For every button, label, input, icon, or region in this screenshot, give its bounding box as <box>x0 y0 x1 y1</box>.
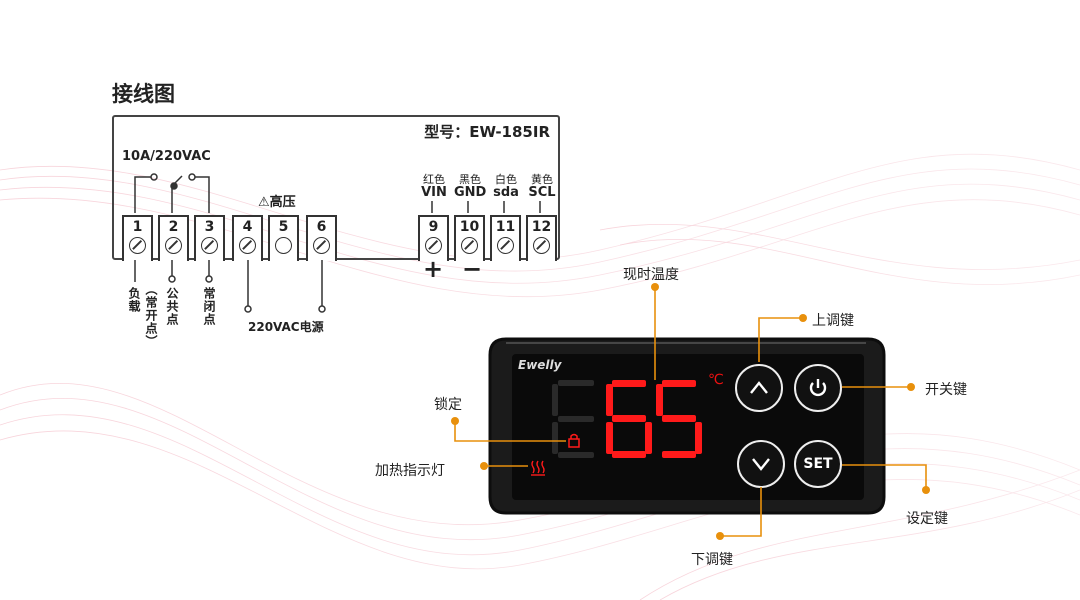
terminal-4: 4 <box>232 215 263 261</box>
page-title: 接线图 <box>112 82 175 106</box>
label-normally-closed: 常闭点 <box>202 287 216 326</box>
screw-icon <box>461 237 478 254</box>
terminal-12: 12 <box>526 215 557 261</box>
heating-icon <box>531 460 545 476</box>
chevron-up-icon <box>750 381 768 394</box>
unit-celsius: ℃ <box>708 372 724 388</box>
terminal-11: 11 <box>490 215 521 261</box>
lock-icon <box>568 433 580 448</box>
screw-icon <box>313 237 330 254</box>
model-label: 型号：EW-185IR <box>424 123 550 141</box>
terminal-3: 3 <box>194 215 225 261</box>
label-load: 负载 <box>127 287 141 313</box>
terminal-1: 1 <box>122 215 153 261</box>
power-button[interactable] <box>794 364 842 412</box>
screw-icon <box>533 237 550 254</box>
chevron-down-icon <box>752 458 770 471</box>
screw-icon <box>275 237 292 254</box>
callout-lock: 锁定 <box>434 397 462 413</box>
seven-segment-display <box>552 380 702 458</box>
callout-down-key: 下调键 <box>691 552 733 568</box>
callout-current-temp: 现时温度 <box>623 267 679 283</box>
set-button[interactable]: SET <box>794 440 842 488</box>
screw-icon <box>201 237 218 254</box>
relay-rating: 10A/220VAC <box>122 149 211 164</box>
callout-heat-indicator: 加热指示灯 <box>375 463 445 479</box>
wiring-panel: 型号：EW-185IR 10A/220VAC ⚠高压 1 2 3 4 5 6 红… <box>112 115 560 261</box>
up-button[interactable] <box>735 364 783 412</box>
callout-power-key: 开关键 <box>925 382 967 398</box>
screw-icon <box>239 237 256 254</box>
brand-logo: Ewelly <box>518 358 562 372</box>
minus-sign: − <box>462 255 483 283</box>
callout-up-key: 上调键 <box>812 313 854 329</box>
screw-icon <box>165 237 182 254</box>
power-supply-label: 220VAC电源 <box>248 320 324 334</box>
terminal-10: 10 <box>454 215 485 261</box>
terminal-5: 5 <box>268 215 299 261</box>
plus-sign: + <box>423 255 444 283</box>
power-icon <box>809 379 827 397</box>
screw-icon <box>129 237 146 254</box>
terminal-9: 9 <box>418 215 449 261</box>
callout-set-key: 设定键 <box>906 511 948 527</box>
screw-icon <box>497 237 514 254</box>
down-button[interactable] <box>737 440 785 488</box>
label-common: 公共点 <box>165 287 179 326</box>
terminal-2: 2 <box>158 215 189 261</box>
terminal-6: 6 <box>306 215 337 261</box>
label-normally-open: （常开点） <box>144 283 158 348</box>
screw-icon <box>425 237 442 254</box>
high-voltage-warning: ⚠高压 <box>258 195 296 210</box>
